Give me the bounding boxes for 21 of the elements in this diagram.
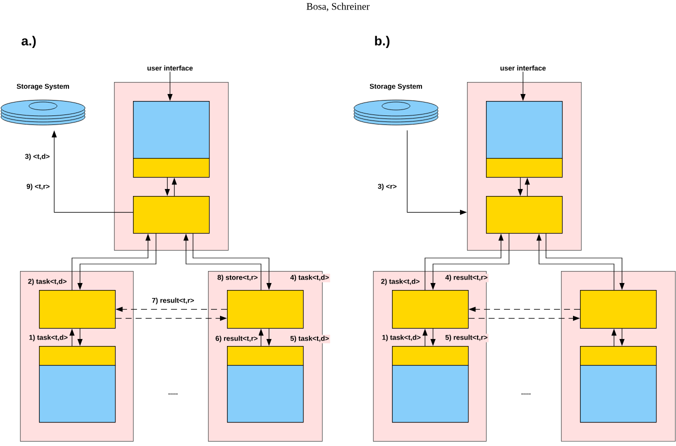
process-box bbox=[227, 346, 304, 366]
process-box bbox=[392, 365, 469, 423]
process-box bbox=[39, 365, 116, 423]
process-box bbox=[486, 158, 563, 178]
process-box bbox=[227, 365, 304, 423]
process-box bbox=[39, 346, 116, 366]
process-box bbox=[39, 290, 116, 329]
process-box bbox=[580, 290, 657, 329]
process-box bbox=[392, 290, 469, 329]
panel-label: a.) bbox=[22, 36, 36, 48]
panel-label: b.) bbox=[375, 36, 390, 48]
running-header: Bosa, Schreiner bbox=[306, 2, 370, 12]
process-box bbox=[133, 101, 210, 159]
process-box bbox=[580, 346, 657, 366]
process-box bbox=[133, 158, 210, 178]
process-box bbox=[133, 196, 210, 234]
process-box bbox=[486, 101, 563, 159]
process-box bbox=[486, 196, 563, 234]
process-box bbox=[392, 346, 469, 366]
process-box bbox=[580, 365, 657, 423]
process-box bbox=[227, 290, 304, 329]
